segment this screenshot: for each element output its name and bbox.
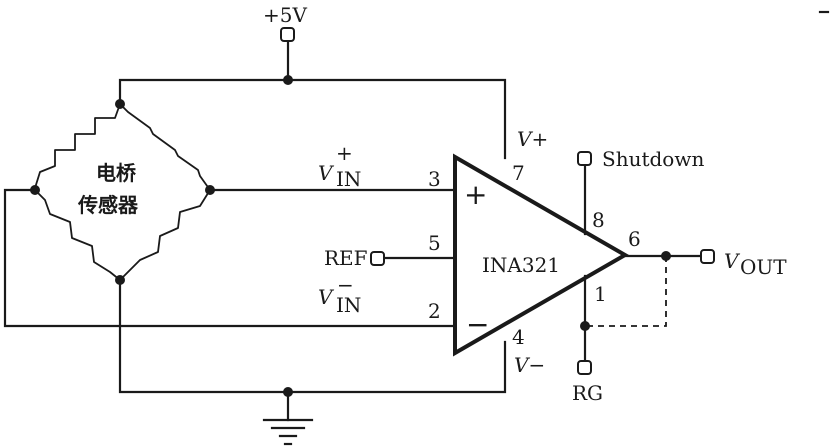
rg-label: RG [572,381,603,405]
top-rail-junction [283,75,293,85]
svg-text:+: + [336,141,353,165]
svg-text:V: V [724,249,741,273]
vplus-label: V+ [517,127,548,151]
vout-terminal [700,249,715,264]
rg-junction [580,321,590,331]
svg-text:OUT: OUT [740,255,787,279]
shutdown-label: Shutdown [602,147,704,171]
ground-icon [262,390,314,446]
supply-terminal [280,27,295,42]
opamp-name: INA321 [482,253,560,277]
bridge-resistor-bottom-right [119,189,211,281]
bridge-resistor-top-left [34,103,121,189]
opamp-plus-sign: + [464,178,487,211]
top-rail [118,78,507,160]
bridge-label-line1: 电桥 [96,161,137,185]
rg-terminal [577,360,592,375]
pin-7-label: 7 [512,161,525,185]
svg-text:IN: IN [336,167,361,191]
pin-5-label: 5 [428,231,441,255]
bridge-label-line2: 传感器 [77,193,139,217]
svg-text:V: V [318,285,335,309]
pin-3-label: 3 [428,167,441,191]
vout-label: V OUT [724,249,787,279]
supply-label: +5V [263,3,307,27]
pin-1-label: 1 [594,282,607,306]
optional-feedback-dashed [585,256,667,327]
vin-pos-label: V + IN [318,141,361,191]
svg-text:V: V [318,161,335,185]
opamp-triangle [453,153,630,357]
bridge-node-top [115,99,125,109]
opamp-minus-sign: − [466,308,489,341]
vin-neg-wire [3,188,457,328]
shutdown-terminal [577,151,592,166]
pin-4-label: 4 [512,325,525,349]
ref-terminal [370,251,385,266]
vin-neg-label: V − IN [318,273,361,317]
ref-label: REF [324,246,368,270]
ground-rail [118,278,507,394]
pin-8-label: 8 [592,208,605,232]
pin-2-label: 2 [428,299,441,323]
svg-text:−: − [337,273,354,297]
bridge-resistor-bottom-left [34,189,121,281]
bridge-resistor-top-right [119,103,211,191]
svg-text:IN: IN [336,293,361,317]
bridge-sensor: 电桥 传感器 [30,99,215,285]
vminus-label: V− [514,353,545,377]
pin-6-label: 6 [628,227,641,251]
